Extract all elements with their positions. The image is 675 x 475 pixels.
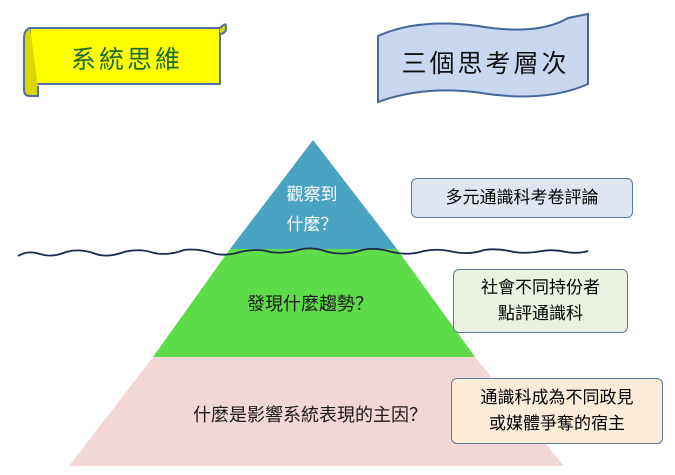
side-box-political-host-line2: 或媒體爭奪的宿主: [489, 414, 625, 434]
right-banner-title: 三個思考層次: [401, 49, 570, 78]
side-box-exam-commentary: 多元通識科考卷評論: [411, 178, 633, 218]
pyramid-middle-tier: [153, 249, 475, 357]
middle-tier-label: 發現什麼趨勢？: [247, 294, 373, 315]
right-wave-banner: [377, 12, 589, 104]
bottom-tier-label: 什麼是影響系統表現的主因？: [193, 405, 427, 426]
top-tier-label-line2: 什麼？: [286, 215, 338, 235]
side-box-exam-commentary-text: 多元通識科考卷評論: [445, 188, 599, 208]
side-box-political-host: 通識科成為不同政見 或媒體爭奪的宿主: [451, 378, 663, 444]
side-box-stakeholders-line2: 點評通識科: [498, 304, 583, 324]
top-tier-label: 觀察到 什麼？: [262, 180, 362, 240]
top-tier-label-line1: 觀察到: [286, 185, 338, 205]
left-scroll-banner: [23, 23, 227, 97]
left-banner-title: 系統思維: [70, 45, 183, 74]
pyramid-bottom-tier: [69, 357, 564, 466]
side-box-stakeholders-line1: 社會不同持份者: [481, 278, 600, 298]
waterline: [17, 247, 589, 257]
side-box-stakeholders: 社會不同持份者 點評通識科: [453, 269, 628, 333]
pyramid-top-tier: [230, 140, 397, 249]
side-box-political-host-line1: 通識科成為不同政見: [480, 388, 634, 408]
